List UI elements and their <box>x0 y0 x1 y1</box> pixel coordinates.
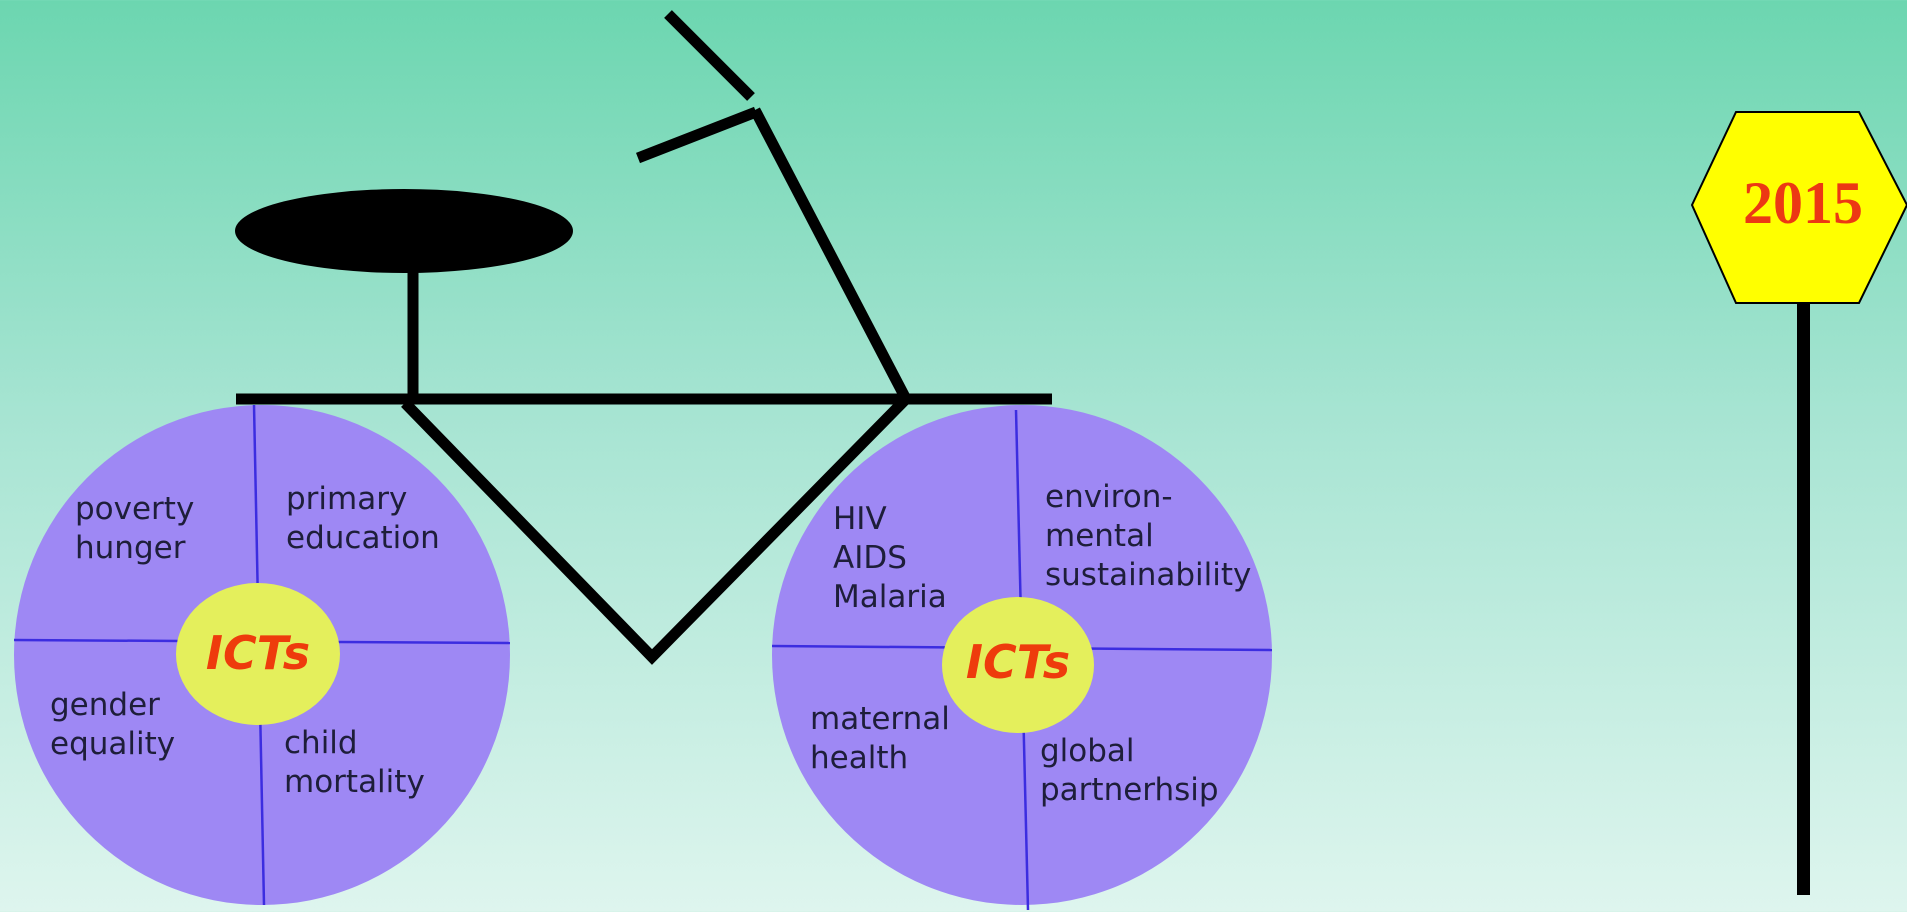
goal-sign-year: 2015 <box>1743 170 1863 236</box>
left-wheel-top-left-label: poverty hunger <box>75 491 195 566</box>
left-wheel-hub <box>176 583 340 725</box>
right-wheel-top-right-label: environ- mental sustainability <box>1045 479 1252 593</box>
left-wheel-bottom-left-label: gender equality <box>50 687 176 762</box>
right-wheel-bottom-right-label: global partnerhsip <box>1040 733 1219 808</box>
right-wheel-top-left-label: HIV AIDS Malaria <box>833 501 947 615</box>
right-wheel-hub <box>942 597 1094 733</box>
goal-sign-hexagon <box>1690 111 1907 304</box>
handlebar-lower <box>636 106 758 164</box>
frame-head-tube <box>750 107 911 402</box>
right-wheel <box>771 405 1273 911</box>
left-wheel-top-right-label: primary education <box>286 481 440 556</box>
left-wheel <box>13 404 511 906</box>
left-wheel-hub-label: ICTs <box>205 626 311 680</box>
goal-sign <box>1690 111 1907 895</box>
frame-down-tube <box>401 395 910 665</box>
goal-sign-post <box>1797 300 1810 895</box>
left-wheel-bottom-right-label: child mortality <box>284 725 425 800</box>
handlebar-upper <box>664 10 755 101</box>
bicycle-frame <box>236 10 1052 665</box>
right-wheel-hub-label: ICTs <box>965 635 1071 689</box>
bicycle-seat <box>235 189 573 273</box>
right-wheel-bottom-left-label: maternal health <box>810 701 950 776</box>
